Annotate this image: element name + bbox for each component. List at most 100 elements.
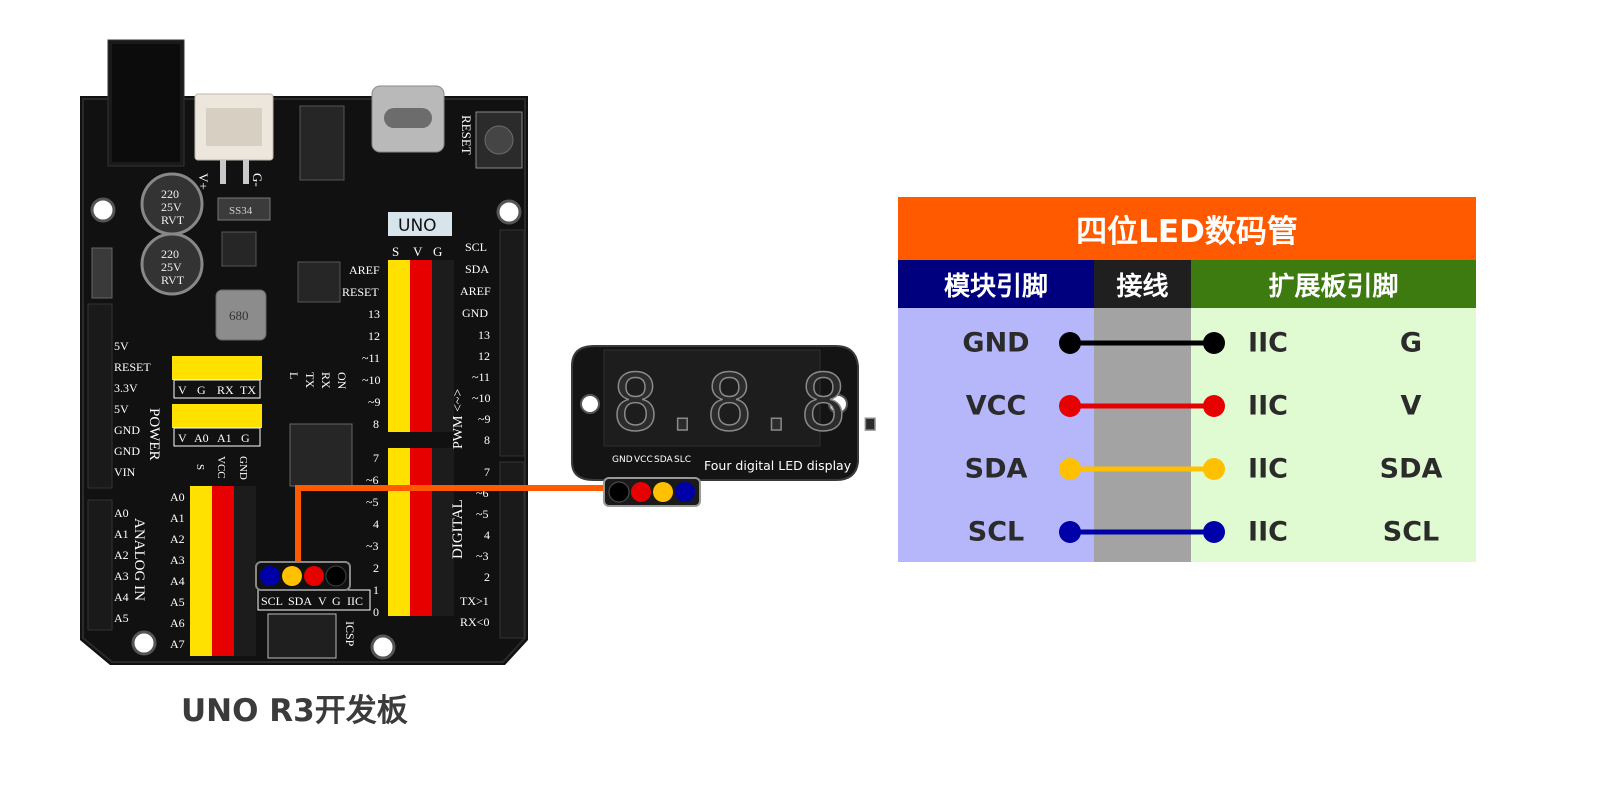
aref-label: AREF: [349, 263, 380, 277]
module-pin-gnd: GND: [962, 327, 1030, 359]
mid-pin-11: ~11: [362, 351, 380, 365]
uart-label-v: V: [178, 383, 187, 397]
pwm-label: PWM <~>: [451, 389, 466, 449]
digital-header-s: S: [392, 244, 399, 259]
iic-plug-scl-dot: [260, 566, 280, 586]
far-4: 4: [484, 528, 490, 542]
uart-label-tx: TX: [240, 383, 256, 397]
inner-a1: A1: [170, 511, 185, 525]
mid-pin-9: ~9: [368, 395, 381, 409]
reset-button: [475, 111, 523, 169]
far-8: 8: [484, 433, 490, 447]
digital-svg-header-bottom: [388, 448, 454, 616]
iic-label-iic: IIC: [347, 594, 363, 608]
cap1-text-1: 220: [161, 187, 179, 201]
far-13: 13: [478, 328, 490, 342]
mid-pin-10: ~10: [362, 373, 381, 387]
uart-pin-header: [172, 356, 262, 380]
mid-pin-4: 4: [373, 517, 379, 531]
digital-header-strip-bottom: [499, 461, 525, 639]
module-pin-vcc: VCC: [965, 390, 1027, 422]
wire-end-vcc-right: [1203, 395, 1225, 417]
wiring-table: 四位LED数码管 模块引脚 接线 扩展板引脚 GND VCC SDA SCL I…: [898, 197, 1476, 562]
header-module-pin: 模块引脚: [898, 260, 1094, 308]
mid-pin-1: 1: [373, 583, 379, 597]
board-pin-v: V: [1400, 390, 1422, 422]
far-sda: SDA: [465, 262, 489, 276]
port-label-v: V: [178, 431, 187, 445]
port-label-a1: A1: [217, 431, 232, 445]
module-pin-sda: SDA: [964, 453, 1028, 485]
display-plug-gnd-dot: [608, 481, 630, 503]
iic-label-v: V: [318, 594, 327, 608]
inner-a7: A7: [170, 637, 185, 651]
display-pin-sda: SDA: [654, 455, 673, 465]
display-plug-sda-dot: [653, 482, 673, 502]
module-pin-scl: SCL: [967, 516, 1025, 548]
wiring-column: [1094, 308, 1191, 562]
analog-title: ANALOG IN: [131, 518, 147, 601]
digital-header-v: V: [413, 244, 423, 259]
wire-end-gnd-right: [1203, 332, 1225, 354]
header-wiring: 接线: [1094, 260, 1191, 308]
far-10: ~10: [472, 391, 491, 405]
led-label-on: ON: [335, 372, 349, 390]
uart-label-g: G: [197, 383, 206, 397]
far-7: 7: [484, 465, 490, 479]
analog-pin-a5: A5: [114, 611, 129, 625]
mcu-chip: [289, 423, 353, 487]
port-label-g: G: [241, 431, 250, 445]
digital-svg-header-top: [388, 260, 454, 432]
board-pin-sda: SDA: [1379, 453, 1443, 485]
led-display-module: [571, 345, 859, 481]
inductor: [215, 289, 267, 341]
led-label-l: L: [287, 372, 301, 379]
far-9: ~9: [478, 412, 491, 426]
iic-label-sda: SDA: [288, 594, 312, 608]
power-pin-vin: VIN: [114, 465, 136, 479]
far-scl: SCL: [465, 240, 487, 254]
iface-row-1: IIC: [1248, 327, 1288, 359]
power-pin-5v-2: 5V: [114, 402, 129, 416]
icsp-header: [267, 613, 337, 659]
analog-pin-labels: A0 A1 A2 A3 A4 A5: [114, 506, 129, 625]
display-plug-vcc-dot: [631, 482, 651, 502]
cap2-text-2: 25V: [161, 260, 182, 274]
regulator-chip: [221, 231, 257, 267]
display-name: Four digital LED display: [704, 458, 852, 473]
iface-row-3: IIC: [1248, 453, 1288, 485]
far-3: ~3: [476, 549, 489, 563]
iic-label-g: G: [332, 594, 341, 608]
reset-label: RESET: [459, 115, 474, 155]
uart-label-rx: RX: [217, 383, 234, 397]
mid-pin-8: 8: [373, 417, 379, 431]
wire-end-scl-left: [1059, 521, 1081, 543]
inner-a3: A3: [170, 553, 185, 567]
capacitor-2: [140, 232, 204, 296]
analog-header-vcc: VCC: [215, 456, 227, 479]
inner-a2: A2: [170, 532, 185, 546]
display-pin-slc: SLC: [674, 455, 691, 465]
power-header-strip: [87, 303, 113, 489]
gminus-label: G-: [250, 173, 265, 187]
analog-pin-a4: A4: [114, 590, 129, 604]
ss34-diode: [217, 197, 271, 221]
wire-end-sda-left: [1059, 458, 1081, 480]
far-12: 12: [478, 349, 490, 363]
power-title: POWER: [146, 408, 162, 461]
module-pin-column: [898, 308, 1094, 562]
mounting-holes: [90, 197, 522, 660]
analog-pin-a2: A2: [114, 548, 129, 562]
wiring-title: 四位LED数码管: [898, 197, 1476, 260]
inductor-label: 680: [229, 308, 249, 323]
header-board-pin: 扩展板引脚: [1191, 260, 1476, 308]
wire-lines: [1059, 332, 1225, 543]
power-pin-gnd: GND: [114, 423, 140, 437]
analog-pin-a3: A3: [114, 569, 129, 583]
board-caption: UNO R3开发板: [181, 693, 408, 729]
mid-pin-2: 2: [373, 561, 379, 575]
mid-pin-5: ~5: [366, 495, 379, 509]
power-pin-5v: 5V: [114, 339, 129, 353]
vplus-label: V+: [196, 173, 211, 190]
board-pin-g: G: [1399, 327, 1423, 359]
